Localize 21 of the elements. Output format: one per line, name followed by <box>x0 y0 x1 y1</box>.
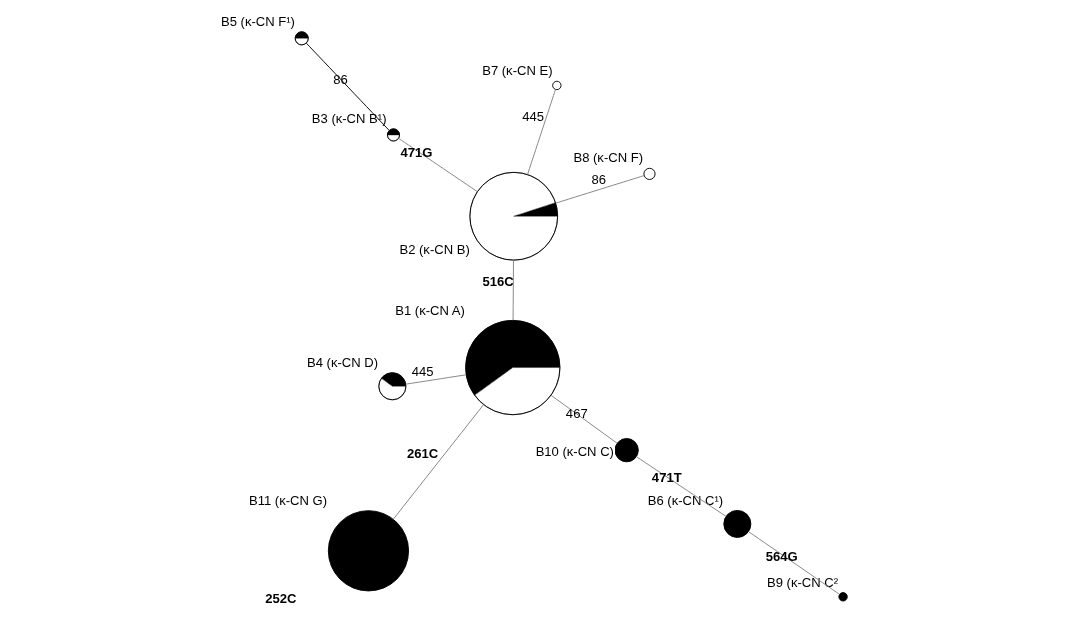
edge-label: 471T <box>651 469 682 485</box>
label: 252C <box>265 590 297 606</box>
edge-label: 261C <box>407 446 439 462</box>
node-label: B3 (κ-CN B¹) <box>311 110 387 126</box>
node-label: B9 (κ-CN C² <box>767 574 839 590</box>
node-label: B5 (κ-CN F¹) <box>221 13 295 29</box>
node-label: B4 (κ-CN D) <box>306 354 379 370</box>
edge-label: 445 <box>522 109 545 125</box>
node-label: B2 (κ-CN B) <box>399 242 470 258</box>
edge-label: 467 <box>565 406 588 422</box>
node-label: B7 (κ-CN E) <box>482 63 553 79</box>
edge-label: 445 <box>411 364 434 380</box>
node-label: B6 (κ-CN C¹) <box>647 492 724 508</box>
node-label: B1 (κ-CN A) <box>395 302 465 318</box>
edge-label: 86 <box>333 71 348 87</box>
node-label: B8 (κ-CN F) <box>573 150 644 166</box>
edge-label: 471G <box>400 144 433 160</box>
edge-label: 516C <box>482 273 514 289</box>
edge-label: 86 <box>591 171 606 187</box>
node-label: B11 (κ-CN G) <box>249 492 328 508</box>
edge-label: 564G <box>765 548 798 564</box>
